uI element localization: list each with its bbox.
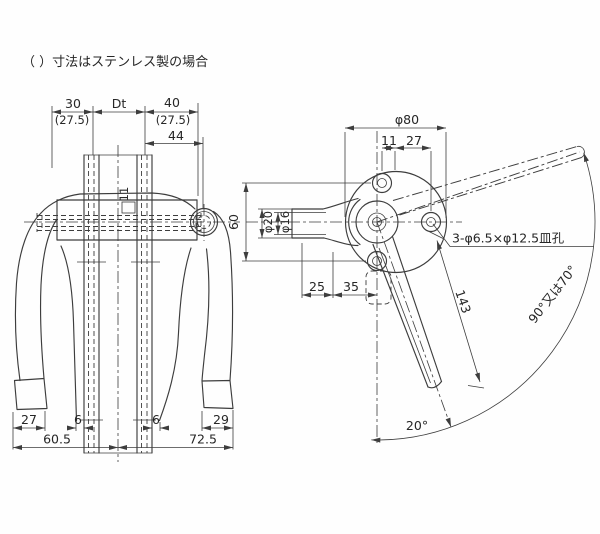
side-25-35-dimension: 25 35 [301, 243, 377, 298]
dim-dia16: φ16 [278, 211, 292, 233]
dim-27: 27 [406, 133, 422, 148]
front-left-foot [13, 377, 48, 411]
dim-35: 35 [343, 279, 359, 294]
dim-29: 29 [213, 412, 229, 427]
dim-27-5-right: (27.5) [156, 113, 191, 127]
side-60-dimension: 60 [226, 182, 371, 262]
dim-swing: 90°又は70° [525, 262, 579, 326]
side-swing-arc: 20° 90°又は70° [371, 152, 596, 443]
side-hidden-box [365, 270, 392, 305]
dim-143: 143 [452, 288, 474, 315]
front-spindle: 11 [117, 187, 136, 214]
front-top-dimensions: 30 Dt 40 (27.5) (27.5) 44 [51, 95, 204, 208]
dim-20deg: 20° [406, 418, 428, 433]
dim-27: 27 [21, 412, 37, 427]
dim-40: 40 [164, 95, 180, 110]
dim-dt: Dt [112, 96, 127, 111]
stainless-note: （ ）寸法はステンレス製の場合 [22, 55, 208, 70]
front-bottom-dimensions: 27 6 6 29 60.5 72.5 [12, 410, 234, 450]
side-view: φ80 11 27 60 [226, 112, 596, 446]
front-view: 30 Dt 40 (27.5) (27.5) 44 [12, 95, 240, 462]
front-base [36, 199, 202, 241]
side-143-dimension: 143 [425, 229, 485, 389]
dim-60-5: 60.5 [43, 432, 71, 447]
side-lever-phantom [376, 145, 585, 223]
dim-dia80: φ80 [395, 112, 419, 127]
dim-dia20: φ20 [261, 211, 275, 233]
dim-6-left: 6 [74, 412, 82, 427]
front-centerlines [24, 145, 240, 462]
dim-27-5-left: (27.5) [55, 113, 90, 127]
dim-60: 60 [226, 214, 241, 230]
dim-11-square: 11 [117, 187, 131, 202]
side-holes-note: 3-φ6.5×φ12.5皿孔 [432, 223, 594, 247]
front-boss [189, 207, 219, 237]
dim-44: 44 [168, 128, 184, 143]
front-right-foot [201, 379, 234, 410]
dim-30: 30 [65, 96, 81, 111]
dim-25: 25 [309, 279, 325, 294]
front-handle-outline [13, 192, 234, 422]
note-holes: 3-φ6.5×φ12.5皿孔 [452, 231, 565, 246]
dim-6-right: 6 [152, 412, 160, 427]
dim-72-5: 72.5 [189, 432, 217, 447]
side-shaft-dimensions: φ20 φ16 [258, 208, 292, 239]
side-lever [372, 221, 452, 428]
front-stems [77, 154, 160, 454]
dim-11: 11 [381, 133, 397, 148]
